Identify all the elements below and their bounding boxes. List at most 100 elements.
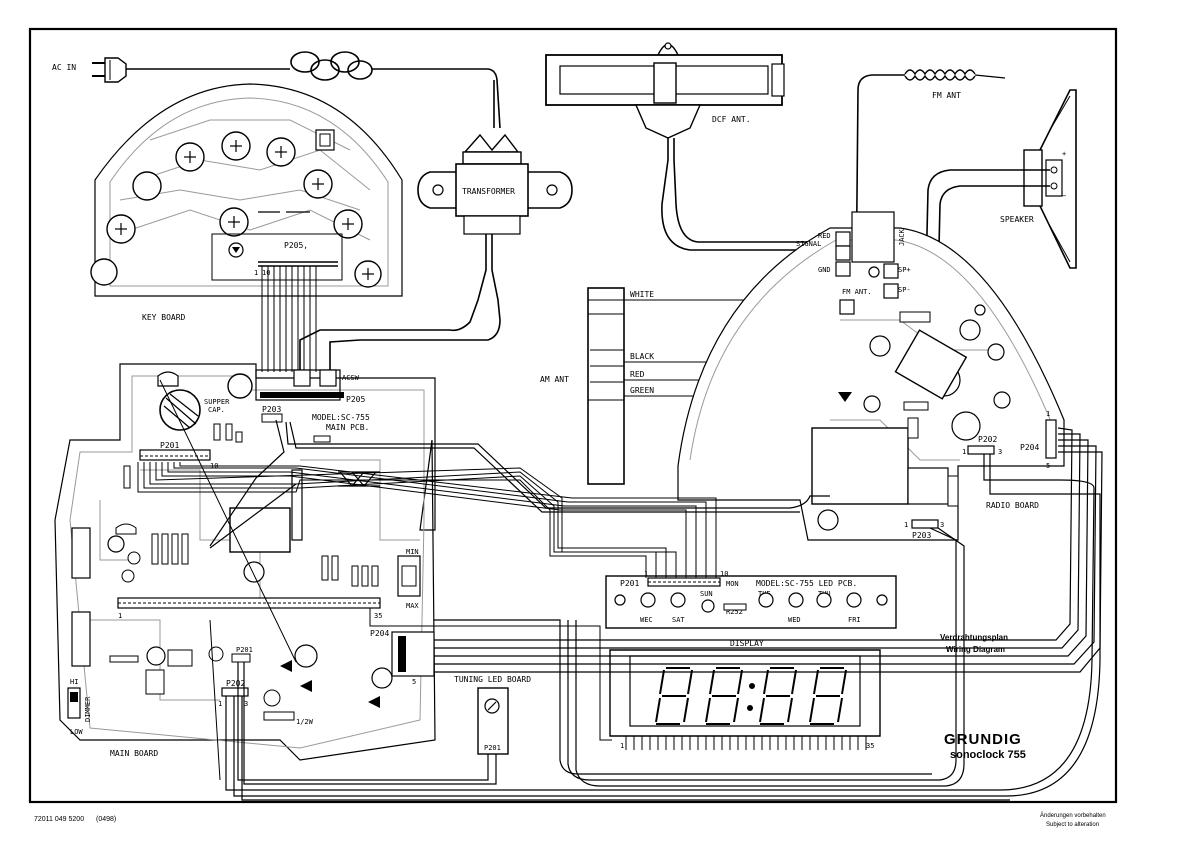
- svg-text:10: 10: [262, 269, 270, 277]
- note-en: Subject to alteration: [1046, 822, 1099, 828]
- svg-text:3: 3: [244, 700, 248, 708]
- svg-text:GREEN: GREEN: [630, 386, 654, 395]
- svg-text:−: −: [1062, 192, 1066, 200]
- svg-text:1: 1: [1046, 410, 1050, 418]
- svg-text:1: 1: [218, 700, 222, 708]
- svg-text:LOW: LOW: [70, 728, 83, 736]
- svg-text:+: +: [1062, 150, 1066, 158]
- speaker: + − SPEAKER: [1000, 89, 1077, 269]
- p202-radio-label: P202: [978, 435, 997, 444]
- svg-text:3: 3: [998, 448, 1002, 456]
- transformer: TRANSFORMER: [417, 133, 573, 235]
- date-code: (0498): [96, 816, 116, 823]
- p204-main-label: P204: [370, 629, 389, 638]
- p203-main-label: P203: [262, 405, 281, 414]
- main-board-label: MAIN BOARD: [110, 749, 158, 758]
- p203-radio-label: P203: [912, 531, 931, 540]
- svg-text:BLACK: BLACK: [630, 352, 654, 361]
- transformer-label: TRANSFORMER: [462, 187, 515, 196]
- svg-text:WEC: WEC: [640, 616, 653, 624]
- svg-text:FRI: FRI: [848, 616, 861, 624]
- svg-text:SP-: SP-: [898, 286, 911, 294]
- svg-text:MIN: MIN: [406, 548, 419, 556]
- svg-text:SAT: SAT: [672, 616, 685, 624]
- am-antenna: AM ANT: [540, 287, 625, 485]
- svg-text:1: 1: [118, 612, 122, 620]
- ac-in-label: AC IN: [52, 63, 76, 72]
- harness-display: [209, 608, 612, 781]
- p204-radio-label: P204: [1020, 443, 1039, 452]
- brand-logo: GRUNDIG: [944, 731, 1022, 748]
- display-digits: [655, 667, 847, 725]
- radio-board-label: RADIO BOARD: [986, 501, 1039, 510]
- svg-text:MON: MON: [726, 580, 739, 588]
- svg-text:SP+: SP+: [898, 266, 911, 274]
- svg-text:1/2W: 1/2W: [296, 718, 314, 726]
- svg-text:10: 10: [720, 570, 728, 578]
- svg-text:3: 3: [940, 521, 944, 529]
- svg-text:JACK: JACK: [898, 228, 906, 246]
- svg-text:WHITE: WHITE: [630, 290, 654, 299]
- main-board: P205 ACSW SUPPER CAP. MODEL:SC-755 MAIN …: [54, 363, 436, 761]
- svg-text:R252: R252: [726, 608, 743, 616]
- svg-text:SUPPER: SUPPER: [204, 398, 230, 406]
- drawing-frame: [28, 27, 1118, 804]
- svg-text:RED: RED: [630, 370, 645, 379]
- svg-text:1: 1: [962, 448, 966, 456]
- key-board: P205, 1 10 KEY BOARD: [90, 83, 403, 322]
- svg-text:5: 5: [1046, 462, 1050, 470]
- dcf-ant-label: DCF ANT.: [712, 115, 751, 124]
- title-line-1: Verdrahtungsplan: [940, 633, 1008, 642]
- doc-number: 72011 049 5200: [34, 816, 84, 823]
- model-name: sonoclock 755: [950, 749, 1026, 761]
- speaker-label: SPEAKER: [1000, 215, 1034, 224]
- p205-main-label: P205: [346, 395, 365, 404]
- svg-text:P201: P201: [236, 646, 253, 654]
- model-led-label: MODEL:SC-755 LED PCB.: [756, 579, 857, 588]
- harness-tuning: [237, 662, 497, 785]
- tuning-led-board-label: TUNING LED BOARD: [454, 675, 531, 684]
- harness-main-to-led: [137, 462, 717, 578]
- svg-text:MAX: MAX: [406, 602, 419, 610]
- svg-text:SUN: SUN: [700, 590, 713, 598]
- radio-board: JACK RED SIGNAL GND FM ANT. SP+ SP-: [677, 211, 1065, 541]
- p205-key-label: P205,: [284, 241, 308, 250]
- cord-coil: [290, 51, 373, 81]
- svg-text:DIMMER: DIMMER: [84, 696, 92, 722]
- svg-text:P201: P201: [484, 744, 501, 752]
- p202-main-label: P202: [226, 679, 245, 688]
- fm-antenna: FM ANT: [904, 69, 1006, 100]
- svg-text:HI: HI: [70, 678, 78, 686]
- acsw-label: ACSW: [342, 374, 360, 382]
- svg-text:1: 1: [904, 521, 908, 529]
- model-main-label: MODEL:SC-755: [312, 413, 370, 422]
- svg-text:5: 5: [412, 678, 416, 686]
- title-line-2: Wiring Diagram: [946, 645, 1005, 654]
- svg-text:35: 35: [374, 612, 382, 620]
- svg-text:WED: WED: [788, 616, 801, 624]
- am-ant-label: AM ANT: [540, 375, 569, 384]
- display-label: DISPLAY: [730, 639, 764, 648]
- svg-text:1: 1: [620, 742, 624, 750]
- svg-text:RED: RED: [818, 232, 831, 240]
- p201-led-label: P201: [620, 579, 639, 588]
- harness-p203: [209, 419, 965, 787]
- dcf-antenna: DCF ANT.: [545, 42, 785, 139]
- footer: 72011 049 5200 (0498) Änderungen vorbeha…: [34, 812, 1106, 828]
- note-de: Änderungen vorbehalten: [1040, 812, 1106, 819]
- main-pcb-label: MAIN PCB.: [326, 423, 369, 432]
- key-board-label: KEY BOARD: [142, 313, 186, 322]
- svg-text:FM ANT.: FM ANT.: [842, 288, 872, 296]
- tuning-led-board: TUNING LED BOARD P201: [454, 675, 531, 755]
- ribbon-p205: [261, 266, 317, 372]
- title-block: Verdrahtungsplan Wiring Diagram GRUNDIG …: [940, 633, 1026, 761]
- ac-plug: AC IN: [52, 57, 127, 83]
- svg-text:SIGNAL: SIGNAL: [796, 240, 821, 248]
- led-pcb: P201 1 10 MODEL:SC-755 LED PCB. MON SUN …: [605, 570, 897, 629]
- svg-text:35: 35: [866, 742, 874, 750]
- svg-text:1: 1: [254, 269, 258, 277]
- p201-main-label: P201: [160, 441, 179, 450]
- fm-ant-label: FM ANT: [932, 91, 961, 100]
- svg-text:GND: GND: [818, 266, 831, 274]
